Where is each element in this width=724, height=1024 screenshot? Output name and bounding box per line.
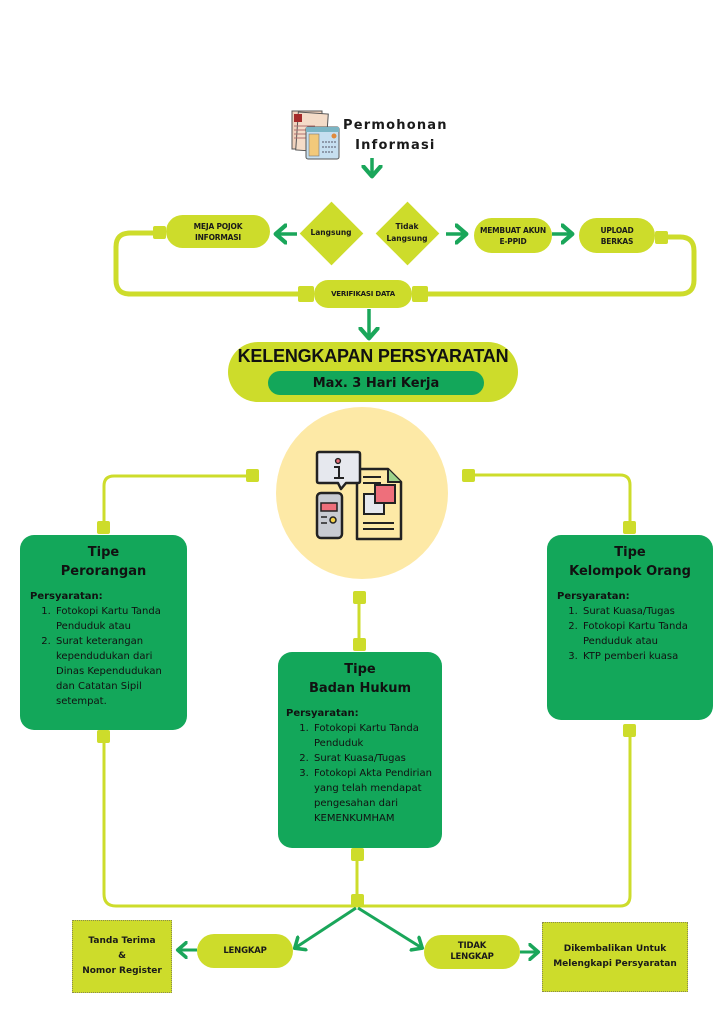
step-label: BERKAS xyxy=(600,236,634,246)
requirement-item: Surat keterangan kependudukan dari Dinas… xyxy=(54,634,181,709)
decision-label: Langsung xyxy=(386,234,428,243)
connector-left xyxy=(102,474,252,530)
requirement-item: Fotokopi Kartu Tanda Penduduk atau xyxy=(581,619,707,649)
connector-node xyxy=(462,469,475,482)
connector-node xyxy=(353,591,366,604)
step-label: VERIFIKASI DATA xyxy=(331,289,395,298)
center-circle xyxy=(276,407,448,579)
connector-node xyxy=(97,521,110,534)
deadline-badge: Max. 3 Hari Kerja xyxy=(268,371,484,395)
requirements-title: KELENGKAPAN PERSYARATAN xyxy=(237,346,509,366)
connector-node xyxy=(351,894,364,907)
step-label: MEMBUAT AKUN xyxy=(479,225,547,235)
result-dikembalikan: Dikembalikan Untuk Melengkapi Persyarata… xyxy=(542,922,688,992)
connector-node xyxy=(353,638,366,651)
card-title: Tipe xyxy=(87,545,120,560)
outcome-label: TIDAK xyxy=(457,941,487,951)
outcome-label: LENGKAP xyxy=(450,952,494,962)
loop-left-line xyxy=(113,230,300,297)
result-tanda-terima: Tanda Terima & Nomor Register xyxy=(72,920,172,993)
connector-node xyxy=(412,286,428,302)
card-title: Badan Hukum xyxy=(308,681,412,696)
requirements-label: Persyaratan: xyxy=(30,591,103,602)
card-title: Perorangan xyxy=(60,564,147,579)
arrow-to-tidak-lengkap xyxy=(357,906,422,948)
card-title: Tipe xyxy=(344,662,376,677)
outcome-label: LENGKAP xyxy=(223,945,267,956)
requirements-label: Persyaratan: xyxy=(557,591,630,602)
loop-right-line xyxy=(420,234,697,297)
card-title: Kelompok Orang xyxy=(569,564,691,579)
arrow-to-lengkap xyxy=(295,906,357,948)
requirement-item: Fotokopi Kartu Tanda Penduduk xyxy=(312,721,436,751)
result-label: & xyxy=(118,951,126,961)
connector-node xyxy=(623,724,636,737)
connector-node xyxy=(298,286,314,302)
requirement-item: Surat Kuasa/Tugas xyxy=(312,751,436,766)
result-label: Melengkapi Persyaratan xyxy=(553,959,677,969)
step-label: INFORMASI xyxy=(194,232,241,242)
connector-right xyxy=(468,473,632,530)
title-line-2: Informasi xyxy=(355,138,436,153)
decision-label: Tidak xyxy=(395,222,419,231)
requirements-label: Persyaratan: xyxy=(286,708,359,719)
connector-node xyxy=(153,226,166,239)
step-label: E-PPID xyxy=(499,236,527,246)
title-line-1: Permohonan xyxy=(343,118,448,133)
card-title: Tipe xyxy=(614,545,646,560)
decision-label: Langsung xyxy=(310,228,352,237)
decision-langsung: Langsung xyxy=(299,201,363,265)
requirement-item: Fotokopi Kartu Tanda Penduduk atau xyxy=(54,604,181,634)
connector-node xyxy=(351,848,364,861)
step-label: MEJA POJOK xyxy=(193,221,243,231)
requirement-item: Fotokopi Akta Pendirian yang telah menda… xyxy=(312,766,436,826)
connector-node xyxy=(623,521,636,534)
connector-bottom xyxy=(102,730,632,908)
result-label: Dikembalikan Untuk xyxy=(563,944,667,954)
result-label: Nomor Register xyxy=(82,966,162,976)
documents-icon xyxy=(289,109,343,161)
information-document-icon xyxy=(315,450,403,541)
connector-node xyxy=(655,231,668,244)
connector-node xyxy=(97,730,110,743)
requirement-item: KTP pemberi kuasa xyxy=(581,649,707,664)
requirements-banner: KELENGKAPAN PERSYARATAN Max. 3 Hari Kerj… xyxy=(228,342,518,402)
connector-node xyxy=(246,469,259,482)
outcome-lengkap: LENGKAP xyxy=(197,934,293,968)
step-label: UPLOAD xyxy=(600,225,634,235)
result-label: Tanda Terima xyxy=(88,936,156,946)
requirement-item: Surat Kuasa/Tugas xyxy=(581,604,707,619)
step-verifikasi-data: VERIFIKASI DATA xyxy=(314,280,412,308)
page-title: Permohonan Informasi xyxy=(343,116,448,156)
